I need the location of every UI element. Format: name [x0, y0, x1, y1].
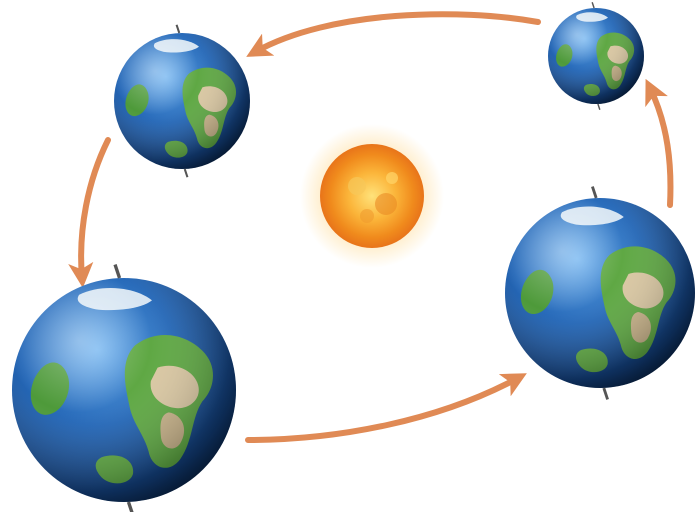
earth-top-left — [114, 25, 250, 177]
earth-top-right — [548, 2, 644, 110]
sun-icon — [300, 124, 444, 268]
arrow-bottom — [248, 378, 518, 440]
earth-right — [505, 187, 695, 400]
arrow-top — [255, 14, 538, 52]
earth-bottom-left — [12, 265, 236, 512]
arrow-left — [81, 140, 108, 278]
arrow-right — [650, 88, 670, 205]
